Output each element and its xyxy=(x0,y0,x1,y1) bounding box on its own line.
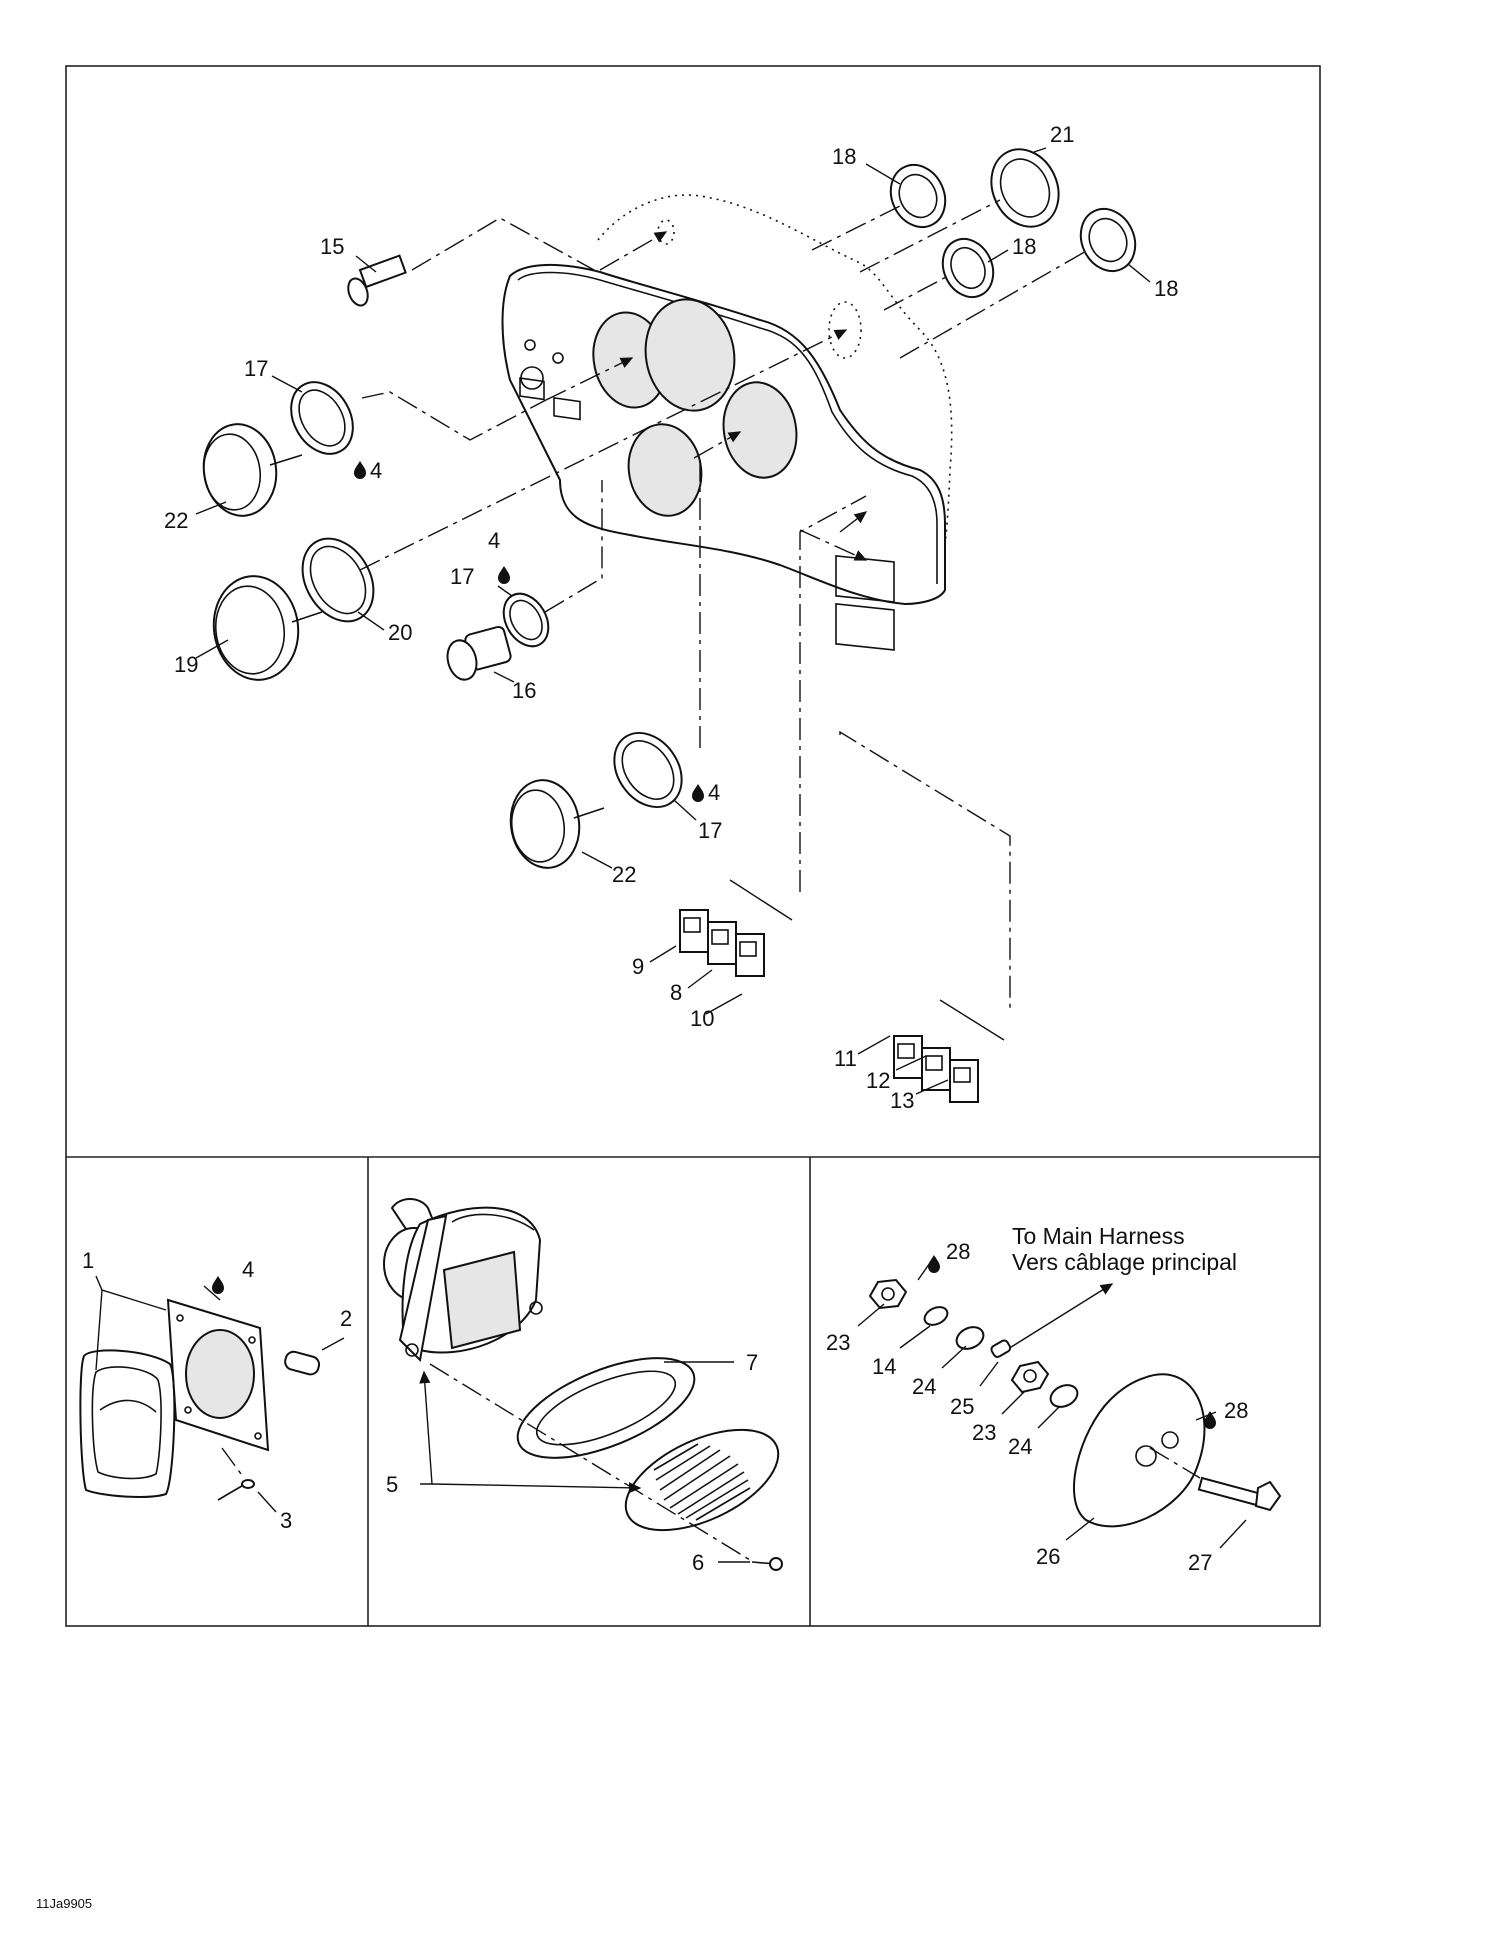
callout-10: 10 xyxy=(690,1006,714,1031)
callout-labels-right: 28 23 14 24 25 23 24 28 26 27 xyxy=(826,1239,1248,1575)
callout-18: 18 xyxy=(832,144,856,169)
gauge-22-upper xyxy=(202,423,303,517)
callout-8: 8 xyxy=(670,980,682,1005)
callout-24: 24 xyxy=(1008,1434,1032,1459)
callout-4: 4 xyxy=(708,780,720,805)
callout-18: 18 xyxy=(1154,276,1178,301)
bezel-ring-21 xyxy=(990,148,1060,228)
instrument-panel xyxy=(501,264,946,651)
oil-drop-icon xyxy=(692,784,704,802)
harness-note-fr: Vers câblage principal xyxy=(1012,1249,1237,1275)
switch-group-8-9-10 xyxy=(679,909,765,977)
leader-lines-main xyxy=(195,147,1151,1095)
callout-labels-main: 15 18 21 18 18 17 4 22 19 20 4 17 16 4 1… xyxy=(164,122,1178,1113)
callout-7: 7 xyxy=(746,1350,758,1375)
terminal-3 xyxy=(217,1479,255,1501)
callout-14: 14 xyxy=(872,1354,896,1379)
gauge-22-lower xyxy=(509,779,605,869)
callout-16: 16 xyxy=(512,678,536,703)
assembly-lines xyxy=(359,199,1089,1041)
callout-23: 23 xyxy=(826,1330,850,1355)
callout-4: 4 xyxy=(370,458,382,483)
screw-6 xyxy=(751,1557,783,1571)
leader-2 xyxy=(321,1337,345,1351)
oil-drop-icon xyxy=(212,1276,224,1294)
callout-3: 3 xyxy=(280,1508,292,1533)
harness-note-en: To Main Harness xyxy=(1012,1223,1185,1249)
bezel-ring-18-mid xyxy=(941,237,995,299)
leader-4 xyxy=(203,1285,221,1301)
callout-17: 17 xyxy=(450,564,474,589)
callout-24: 24 xyxy=(912,1374,936,1399)
callout-18: 18 xyxy=(1012,234,1036,259)
bolt-27 xyxy=(1197,1476,1282,1512)
wire-arrow-icon xyxy=(999,1283,1114,1355)
assembly-line xyxy=(1149,1447,1201,1479)
callout-22: 22 xyxy=(612,862,636,887)
console-outline xyxy=(597,194,953,581)
lamp-hardware xyxy=(868,1278,1079,1408)
callout-19: 19 xyxy=(174,652,198,677)
callout-28: 28 xyxy=(946,1239,970,1264)
console-hole xyxy=(828,301,862,359)
gasket-20 xyxy=(301,537,375,623)
callout-17: 17 xyxy=(698,818,722,843)
leader-1b xyxy=(95,1289,103,1371)
socket-16 xyxy=(446,625,512,681)
callout-17: 17 xyxy=(244,356,268,381)
leader-lines-right xyxy=(857,1259,1247,1549)
callout-25: 25 xyxy=(950,1394,974,1419)
gasket-17-lower xyxy=(613,731,683,809)
callout-12: 12 xyxy=(866,1068,890,1093)
oil-drop-icon xyxy=(354,461,366,479)
connector-15 xyxy=(347,254,407,307)
switch-group-11-12-13 xyxy=(893,1035,979,1103)
leader-1 xyxy=(95,1275,167,1311)
callout-5: 5 xyxy=(386,1472,398,1497)
light-housing-1 xyxy=(166,1298,270,1452)
callout-21: 21 xyxy=(1050,122,1074,147)
callout-1: 1 xyxy=(82,1248,94,1273)
callout-9: 9 xyxy=(632,954,644,979)
callout-22: 22 xyxy=(164,508,188,533)
oil-drop-icon xyxy=(498,566,510,584)
assembly-line xyxy=(429,1363,751,1561)
leader-3 xyxy=(257,1491,277,1513)
gauge-19 xyxy=(212,575,323,681)
callout-15: 15 xyxy=(320,234,344,259)
bulb-2 xyxy=(284,1350,321,1376)
callout-2: 2 xyxy=(340,1306,352,1331)
lamp-shell-26 xyxy=(1073,1373,1206,1528)
assembly-line xyxy=(221,1447,245,1479)
callout-26: 26 xyxy=(1036,1544,1060,1569)
bezel-ring-18-right xyxy=(1079,207,1137,273)
console-hole-small xyxy=(657,219,675,245)
leader-5a xyxy=(419,1370,433,1485)
grille-6 xyxy=(624,1428,780,1532)
callout-27: 27 xyxy=(1188,1550,1212,1575)
horn-5 xyxy=(383,1198,543,1363)
callout-28: 28 xyxy=(1224,1398,1248,1423)
diagram-frame xyxy=(65,65,1321,1627)
callout-13: 13 xyxy=(890,1088,914,1113)
oil-drop-icon xyxy=(928,1255,940,1273)
gasket-17-upper xyxy=(290,381,354,455)
callout-20: 20 xyxy=(388,620,412,645)
callout-4: 4 xyxy=(242,1257,254,1282)
figure-reference-code: 11Ja9905 xyxy=(36,1896,93,1911)
callout-23: 23 xyxy=(972,1420,996,1445)
callout-11: 11 xyxy=(834,1046,857,1071)
gasket-7 xyxy=(516,1357,696,1459)
oil-drop-icon xyxy=(1204,1411,1216,1429)
leader-5b xyxy=(431,1482,642,1494)
callout-6: 6 xyxy=(692,1550,704,1575)
light-bezel-1 xyxy=(79,1349,176,1498)
bezel-ring-18-top xyxy=(889,163,947,229)
callout-4: 4 xyxy=(488,528,500,553)
